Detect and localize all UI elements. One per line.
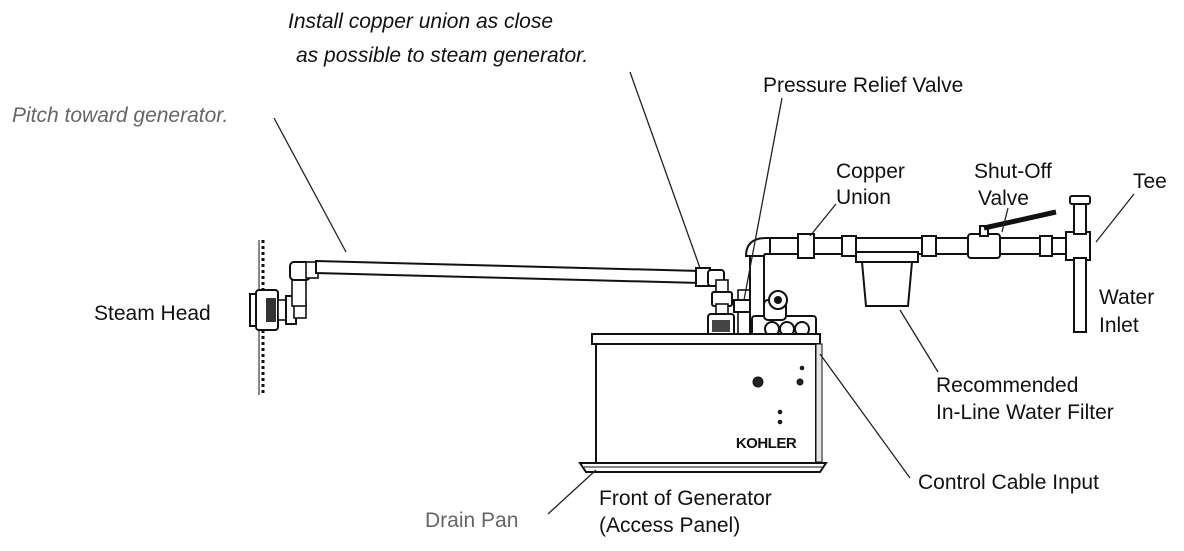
label-front-of-generator: Front of Generator <box>599 487 772 510</box>
label-access-panel: (Access Panel) <box>599 514 740 537</box>
water-supply-pipe <box>769 233 1071 259</box>
tee-fitting <box>1065 195 1091 333</box>
label-water-inlet-line2: Inlet <box>1099 314 1139 337</box>
label-drain-pan: Drain Pan <box>425 509 518 532</box>
label-control-cable-input: Control Cable Input <box>918 471 1099 494</box>
label-water-inlet-line1: Water <box>1099 286 1154 309</box>
label-steam-head: Steam Head <box>94 302 211 325</box>
label-install-union-line2: as possible to steam generator. <box>296 44 588 67</box>
shut-off-valve <box>967 209 1057 259</box>
in-line-water-filter <box>855 251 919 307</box>
label-tee: Tee <box>1133 170 1167 193</box>
steam-head-elbow <box>289 261 319 307</box>
label-shutoff-valve-line2: Valve <box>978 187 1029 210</box>
label-copper-union-line1: Copper <box>836 160 905 183</box>
drain-pan <box>578 462 828 473</box>
label-copper-union-line2: Union <box>836 186 891 209</box>
copper-union-near-generator <box>707 269 735 337</box>
label-shutoff-valve-line1: Shut-Off <box>974 160 1052 183</box>
label-filter-line2: In-Line Water Filter <box>936 401 1114 424</box>
kohler-logo: KOHLER <box>736 435 797 452</box>
label-install-union-line1: Install copper union as close <box>288 10 553 33</box>
label-filter-line1: Recommended <box>936 374 1078 397</box>
leader-lines <box>273 71 1135 515</box>
generator-cabinet: KOHLER <box>591 333 823 465</box>
label-pitch-toward-generator: Pitch toward generator. <box>12 104 228 127</box>
steam-pipe <box>315 259 711 287</box>
label-pressure-relief-valve: Pressure Relief Valve <box>763 74 963 97</box>
